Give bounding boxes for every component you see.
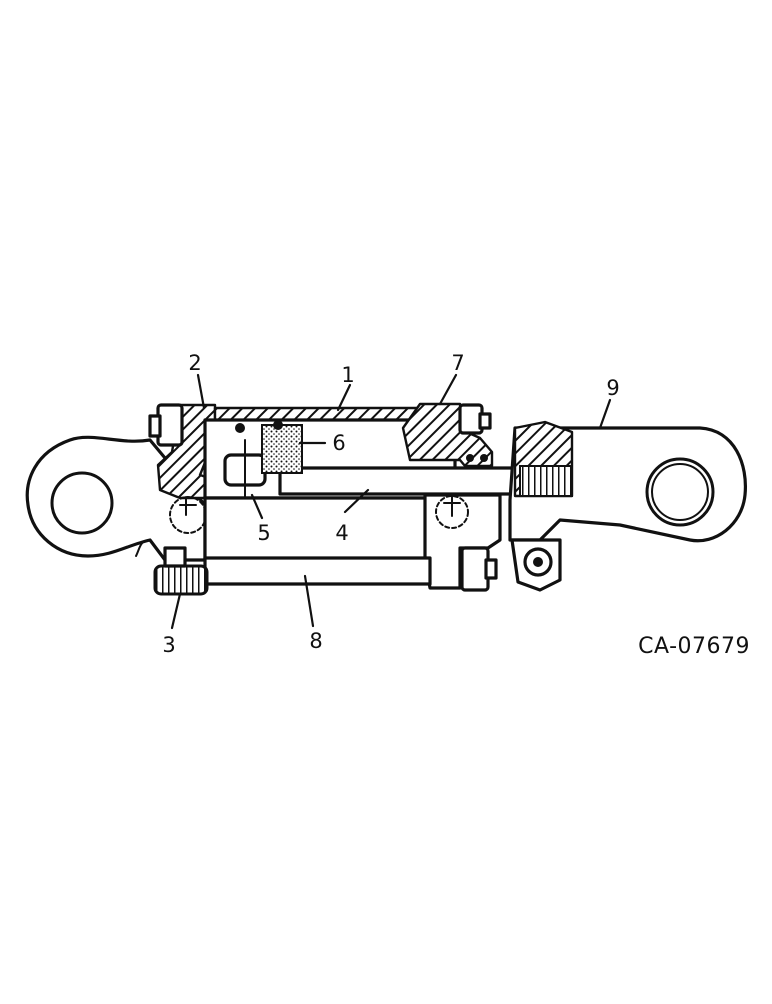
rod-thread xyxy=(519,465,573,497)
tie-rod-nut-lower-right xyxy=(460,546,490,592)
tie-rod-end-upper-left xyxy=(148,414,162,438)
tie-rod xyxy=(203,546,498,592)
rod-end-clevis xyxy=(508,420,748,592)
piston-assembly xyxy=(223,420,303,499)
tie-rod-end-lower-right xyxy=(484,558,498,580)
callout-2: 2 xyxy=(188,351,201,375)
tie-rod-nut-upper-left xyxy=(156,403,184,447)
callout-5: 5 xyxy=(257,521,270,545)
callout-4: 4 xyxy=(335,521,348,545)
figure-reference: CA-07679 xyxy=(638,634,750,659)
callout-1: 1 xyxy=(341,363,354,387)
tie-rod-body xyxy=(203,556,432,586)
leader-1 xyxy=(336,383,352,412)
leader-8 xyxy=(303,574,315,628)
right-eye-hole-inner xyxy=(651,463,709,521)
rod-gland xyxy=(401,402,502,590)
leader-3 xyxy=(170,592,182,630)
lower-left-stud xyxy=(163,546,187,568)
right-eye-hole-outer xyxy=(645,457,715,527)
piston-rod xyxy=(278,466,527,496)
leader-9 xyxy=(598,398,612,430)
callout-8: 8 xyxy=(309,629,322,653)
callout-7: 7 xyxy=(451,351,464,375)
piston-seal xyxy=(261,424,303,474)
callout-labels: 1 2 3 4 5 6 7 8 9 xyxy=(162,351,619,657)
callout-6: 6 xyxy=(332,431,345,455)
leader-7 xyxy=(438,373,458,406)
leader-2 xyxy=(196,373,206,410)
leader-5 xyxy=(250,493,264,520)
leader-4 xyxy=(343,488,370,514)
callout-leaders xyxy=(170,373,612,630)
left-eye-hole xyxy=(50,471,114,535)
o-ring-right xyxy=(273,420,283,430)
o-ring-left xyxy=(235,423,245,433)
callout-9: 9 xyxy=(606,376,619,400)
barrel-lower-body xyxy=(203,496,432,562)
tie-rod-end-upper-right xyxy=(478,412,492,430)
callout-3: 3 xyxy=(162,633,175,657)
